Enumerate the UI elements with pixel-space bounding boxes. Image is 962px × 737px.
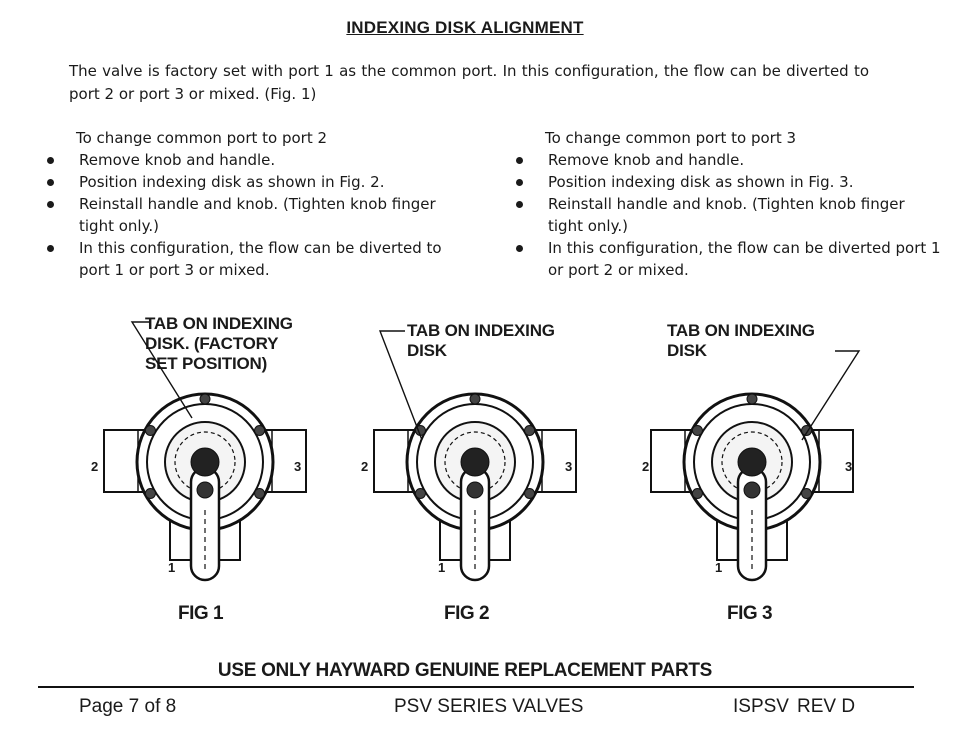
port2-heading: To change common port to port 2 <box>76 129 328 147</box>
bolt-icon <box>199 393 211 405</box>
logo-badge <box>743 481 761 499</box>
bolt-icon <box>144 425 156 436</box>
port3-instructions: To change common port to port 3 Remove k… <box>514 127 944 281</box>
revision: REV D <box>797 696 856 717</box>
port-2-label: 2 <box>642 459 650 474</box>
port3-heading: To change common port to port 3 <box>545 129 797 147</box>
port2-steps: Remove knob and handle. Position indexin… <box>45 149 445 281</box>
list-item: In this configuration, the flow can be d… <box>514 237 944 281</box>
fig2-caption: FIG 2 <box>444 603 490 624</box>
bolt-icon <box>524 488 536 499</box>
document-code: ISPSV <box>733 696 789 717</box>
footer-divider <box>38 686 914 688</box>
bolt-icon <box>469 393 481 405</box>
page-title: INDEXING DISK ALIGNMENT <box>346 18 584 37</box>
bolt-icon <box>746 393 758 405</box>
valve-diagram-fig1 <box>103 321 307 582</box>
valve-diagram-fig3 <box>650 350 861 582</box>
bolt-icon <box>524 425 536 436</box>
port-3-label: 3 <box>294 459 302 474</box>
port-3-label: 3 <box>845 459 853 474</box>
port-2-label: 2 <box>361 459 369 474</box>
list-item: Remove knob and handle. <box>45 149 445 171</box>
knob <box>460 447 490 477</box>
list-item: Remove knob and handle. <box>514 149 944 171</box>
fig1-caption: FIG 1 <box>178 603 224 624</box>
bolt-icon <box>691 488 703 499</box>
list-item: In this configuration, the flow can be d… <box>45 237 445 281</box>
fig1-callout: TAB ON INDEXING DISK. (FACTORY SET POSIT… <box>145 314 293 373</box>
bolt-icon <box>801 488 813 499</box>
bolt-icon <box>691 425 703 436</box>
page-number: Page 7 of 8 <box>79 696 177 717</box>
intro-paragraph: The valve is factory set with port 1 as … <box>69 62 869 103</box>
fig3-callout: TAB ON INDEXING DISK <box>667 321 815 360</box>
port-1-label: 1 <box>438 560 446 575</box>
bolt-icon <box>144 488 156 499</box>
product-name: PSV SERIES VALVES <box>394 696 584 717</box>
bolt-icon <box>254 425 266 436</box>
list-item: Position indexing disk as shown in Fig. … <box>514 171 944 193</box>
list-item: Position indexing disk as shown in Fig. … <box>45 171 445 193</box>
port-3-label: 3 <box>565 459 573 474</box>
knob <box>737 447 767 477</box>
port2-instructions: To change common port to port 2 Remove k… <box>45 127 445 281</box>
genuine-parts-notice: USE ONLY HAYWARD GENUINE REPLACEMENT PAR… <box>217 660 713 681</box>
logo-badge <box>466 481 484 499</box>
port3-steps: Remove knob and handle. Position indexin… <box>514 149 944 281</box>
knob <box>190 447 220 477</box>
list-item: Reinstall handle and knob. (Tighten knob… <box>514 193 944 237</box>
bolt-icon <box>254 488 266 499</box>
port-1-label: 1 <box>715 560 723 575</box>
fig2-callout: TAB ON INDEXING DISK <box>407 321 555 360</box>
port-2-label: 2 <box>91 459 99 474</box>
list-item: Reinstall handle and knob. (Tighten knob… <box>45 193 445 237</box>
valve-diagram-fig2 <box>373 330 577 582</box>
port-1-label: 1 <box>168 560 176 575</box>
fig3-caption: FIG 3 <box>727 603 773 624</box>
bolt-icon <box>414 488 426 499</box>
logo-badge <box>196 481 214 499</box>
